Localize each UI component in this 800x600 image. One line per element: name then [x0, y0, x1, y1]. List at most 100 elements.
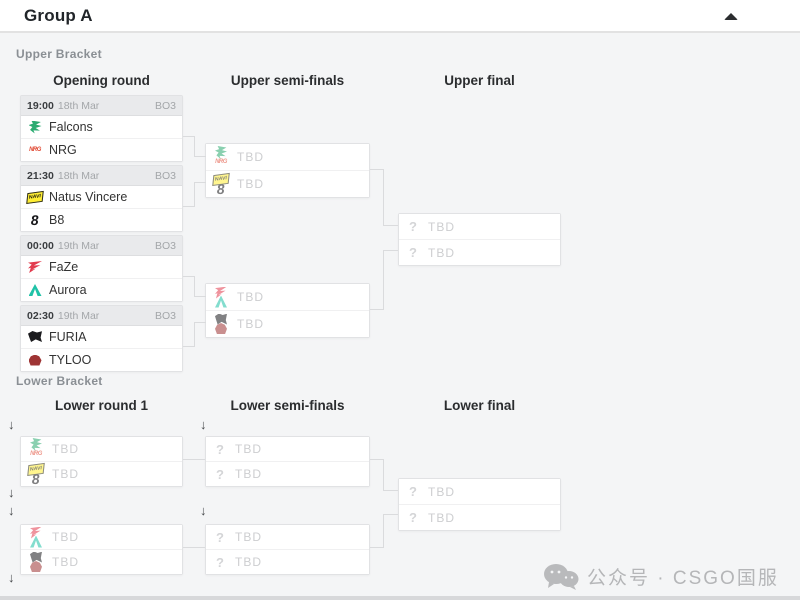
match-card-lower-semi-2[interactable]: TBD TBD [205, 524, 370, 575]
possible-teams-logos [212, 148, 230, 166]
match-card-upper-final[interactable]: TBD TBD [398, 213, 561, 266]
possible-teams-logos [212, 315, 230, 333]
scrollbar-horizontal[interactable] [0, 596, 800, 600]
drop-down-arrow-icon [200, 504, 207, 517]
tbd-slot[interactable]: TBD [206, 549, 369, 574]
tbd-slot[interactable]: TBD [399, 214, 560, 239]
team-row[interactable]: B8 [21, 208, 182, 231]
match-format: BO3 [154, 309, 176, 322]
tbd-slot[interactable]: TBD [21, 525, 182, 549]
tbd-slot[interactable]: TBD [21, 437, 182, 461]
tbd-slot[interactable]: TBD [206, 284, 369, 310]
bracket-connector [370, 547, 384, 548]
faze-logo [27, 259, 43, 275]
match-header: 19:00 18th Mar BO3 [21, 96, 182, 116]
tbd-slot[interactable]: TBD [206, 525, 369, 549]
tbd-slot[interactable]: TBD [206, 170, 369, 197]
match-format: BO3 [154, 99, 176, 112]
bracket-connector [183, 547, 205, 548]
tbd-slot[interactable]: TBD [206, 310, 369, 337]
upper-bracket-label: Upper Bracket [16, 47, 102, 61]
tbd-label: TBD [237, 150, 264, 164]
tyloo-logo [27, 352, 43, 368]
possible-teams-logos [27, 440, 45, 458]
tbd-slot[interactable]: TBD [399, 504, 560, 530]
tbd-slot[interactable]: TBD [206, 437, 369, 461]
tbd-label: TBD [428, 484, 455, 499]
unknown-team-icon [405, 510, 421, 526]
tbd-slot[interactable]: TBD [21, 549, 182, 574]
bracket-connector [194, 276, 195, 297]
tbd-label: TBD [52, 555, 79, 569]
drop-down-arrow-icon [8, 571, 15, 584]
bracket-connector [383, 490, 398, 491]
tbd-label: TBD [237, 290, 264, 304]
match-time: 02:30 [27, 309, 54, 322]
bracket-connector [370, 309, 384, 310]
column-header-upper-final: Upper final [444, 73, 515, 88]
team-row[interactable]: NRG [21, 138, 182, 161]
bracket-connector [370, 169, 384, 170]
bracket-connector [383, 169, 384, 226]
tbd-label: TBD [428, 510, 455, 525]
bracket-connector [383, 225, 398, 226]
match-date: 18th Mar [57, 99, 100, 112]
team-row[interactable]: FURIA [21, 326, 182, 348]
match-time: 19:00 [27, 99, 54, 112]
drop-down-arrow-icon [8, 418, 15, 431]
match-card-lower-round1-1[interactable]: TBD TBD [20, 436, 183, 487]
column-header-upper-semi-finals: Upper semi-finals [230, 73, 345, 88]
tbd-label: TBD [52, 467, 79, 481]
match-card-upper-semi-2[interactable]: TBD TBD [205, 283, 370, 338]
drop-down-arrow-icon [200, 418, 207, 431]
team-name: TYLOO [49, 353, 92, 367]
match-card-opening-4[interactable]: 02:30 19th Mar BO3 FURIA TYLOO [20, 305, 183, 372]
bracket-connector [183, 346, 195, 347]
bracket-connector [383, 250, 398, 251]
match-card-opening-3[interactable]: 00:00 19th Mar BO3 FaZe Aurora [20, 235, 183, 302]
match-card-lower-semi-1[interactable]: TBD TBD [205, 436, 370, 487]
b8-logo [30, 473, 42, 484]
aurora-logo [27, 282, 43, 298]
team-name: Aurora [49, 283, 87, 297]
unknown-team-icon [212, 441, 228, 457]
team-row[interactable]: Aurora [21, 278, 182, 301]
team-row[interactable]: FaZe [21, 256, 182, 278]
match-card-lower-final[interactable]: TBD TBD [398, 478, 561, 531]
tyloo-logo [215, 323, 227, 334]
team-row[interactable]: Falcons [21, 116, 182, 138]
match-card-opening-1[interactable]: 19:00 18th Mar BO3 Falcons NRG [20, 95, 183, 162]
bracket-connector [370, 459, 384, 460]
match-header: 00:00 19th Mar BO3 [21, 236, 182, 256]
bracket-connector [183, 136, 195, 137]
match-card-upper-semi-1[interactable]: TBD TBD [205, 143, 370, 198]
drop-down-arrow-icon [8, 504, 15, 517]
unknown-team-icon [212, 466, 228, 482]
possible-teams-logos [212, 288, 230, 306]
bracket-connector [183, 276, 195, 277]
bracket-connector [383, 250, 384, 310]
tbd-label: TBD [235, 467, 262, 481]
group-header-bar[interactable]: Group A [0, 0, 800, 33]
match-card-lower-round1-2[interactable]: TBD TBD [20, 524, 183, 575]
column-header-opening-round: Opening round [53, 73, 150, 88]
team-row[interactable]: TYLOO [21, 348, 182, 371]
bracket-connector [194, 322, 206, 323]
bracket-connector [183, 459, 205, 460]
collapse-caret-icon[interactable] [724, 13, 738, 20]
team-row[interactable]: Natus Vincere [21, 186, 182, 208]
unknown-team-icon [405, 219, 421, 235]
wechat-icon [544, 564, 579, 590]
nrg-logo [27, 142, 43, 158]
tbd-slot[interactable]: TBD [206, 461, 369, 486]
match-card-opening-2[interactable]: 21:30 18th Mar BO3 Natus Vincere B8 [20, 165, 183, 232]
tbd-label: TBD [235, 555, 262, 569]
team-name: FURIA [49, 330, 87, 344]
match-date: 19th Mar [57, 239, 100, 252]
tbd-slot[interactable]: TBD [21, 461, 182, 486]
b8-logo [215, 183, 227, 194]
tbd-slot[interactable]: TBD [399, 239, 560, 265]
tbd-slot[interactable]: TBD [206, 144, 369, 170]
tbd-slot[interactable]: TBD [399, 479, 560, 504]
